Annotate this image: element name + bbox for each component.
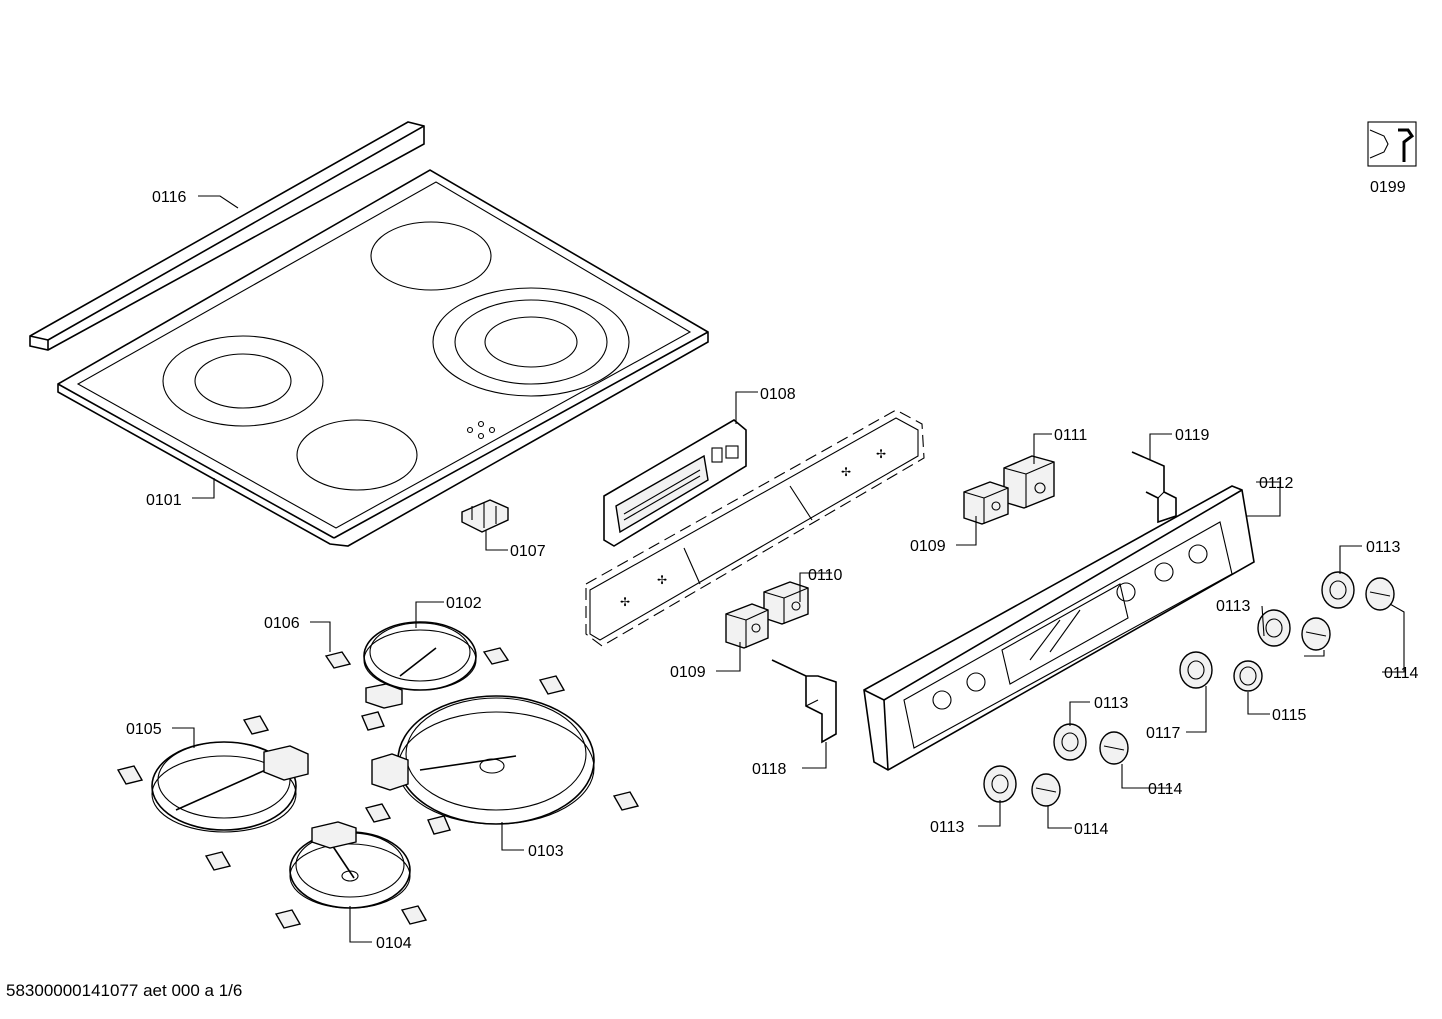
leader-lines — [172, 195, 1405, 943]
label-0114-c: 0114 — [1074, 821, 1109, 838]
bezel-0117[interactable] — [1179, 651, 1213, 689]
switch-0111[interactable] — [1003, 455, 1055, 509]
bracket-0119[interactable] — [1131, 451, 1177, 524]
label-0101: 0101 — [146, 492, 182, 509]
bezel-0113-a[interactable] — [1321, 571, 1355, 609]
svg-text:✢: ✢ — [620, 595, 630, 609]
bracket-0118[interactable] — [771, 659, 837, 744]
label-0113-a: 0113 — [1366, 539, 1401, 556]
heating-element-0104[interactable] — [289, 821, 411, 909]
heating-element-0103[interactable] — [371, 695, 595, 825]
label-0109-lower: 0109 — [670, 664, 706, 681]
switch-0109-top[interactable] — [963, 481, 1009, 525]
label-0199: 0199 — [1370, 179, 1406, 196]
label-0118: 0118 — [752, 761, 787, 778]
knob-0114-c[interactable] — [1099, 731, 1129, 765]
drawing-number-footer: 58300000141077 aet 000 a 1/6 — [6, 981, 243, 1000]
bezel-0113-b[interactable] — [1257, 609, 1291, 647]
knob-0114-d[interactable] — [1031, 773, 1061, 807]
label-0111: 0111 — [1054, 427, 1087, 444]
svg-text:✢: ✢ — [657, 573, 667, 587]
label-0108: 0108 — [760, 386, 796, 403]
heating-element-0105[interactable] — [151, 741, 309, 833]
label-0113-c: 0113 — [1094, 695, 1129, 712]
switch-0110[interactable] — [763, 581, 809, 625]
label-0109-top: 0109 — [910, 538, 946, 555]
service-wrench-icon — [1367, 121, 1417, 167]
label-0106: 0106 — [264, 615, 300, 632]
label-0112: 0112 — [1259, 475, 1294, 492]
svg-text:✢: ✢ — [841, 465, 851, 479]
switch-0109-lower[interactable] — [725, 603, 769, 649]
svg-text:✢: ✢ — [876, 447, 886, 461]
label-0117: 0117 — [1146, 725, 1181, 742]
label-0102: 0102 — [446, 595, 482, 612]
label-0119: 0119 — [1175, 427, 1210, 444]
cooktop-glass-0101[interactable] — [57, 169, 709, 547]
control-panel-0112[interactable] — [863, 485, 1255, 771]
label-0104: 0104 — [376, 935, 412, 952]
knob-0115[interactable] — [1233, 660, 1263, 692]
trim-strip-0116[interactable] — [29, 121, 425, 351]
control-bracket[interactable]: ✢ ✢ ✢ ✢ — [585, 409, 925, 647]
label-0110: 0110 — [808, 567, 843, 584]
label-0103: 0103 — [528, 843, 564, 860]
knob-0114-a[interactable] — [1365, 577, 1395, 611]
electronic-module-0108[interactable] — [603, 419, 747, 547]
label-0114-b: 0114 — [1148, 781, 1183, 798]
clips-0106[interactable] — [116, 647, 640, 929]
label-0107: 0107 — [510, 543, 546, 560]
sensor-0107[interactable] — [461, 499, 509, 533]
label-0113-d: 0113 — [930, 819, 965, 836]
label-0105: 0105 — [126, 721, 162, 738]
bezel-0113-c[interactable] — [1053, 723, 1087, 761]
label-0114-a: 0114 — [1384, 665, 1419, 682]
label-0115: 0115 — [1272, 707, 1307, 724]
label-0113-b: 0113 — [1216, 598, 1251, 615]
bezel-0113-d[interactable] — [983, 765, 1017, 803]
heating-element-0102[interactable] — [363, 621, 477, 709]
label-0116: 0116 — [152, 189, 187, 206]
knob-0114-b[interactable] — [1301, 617, 1331, 651]
